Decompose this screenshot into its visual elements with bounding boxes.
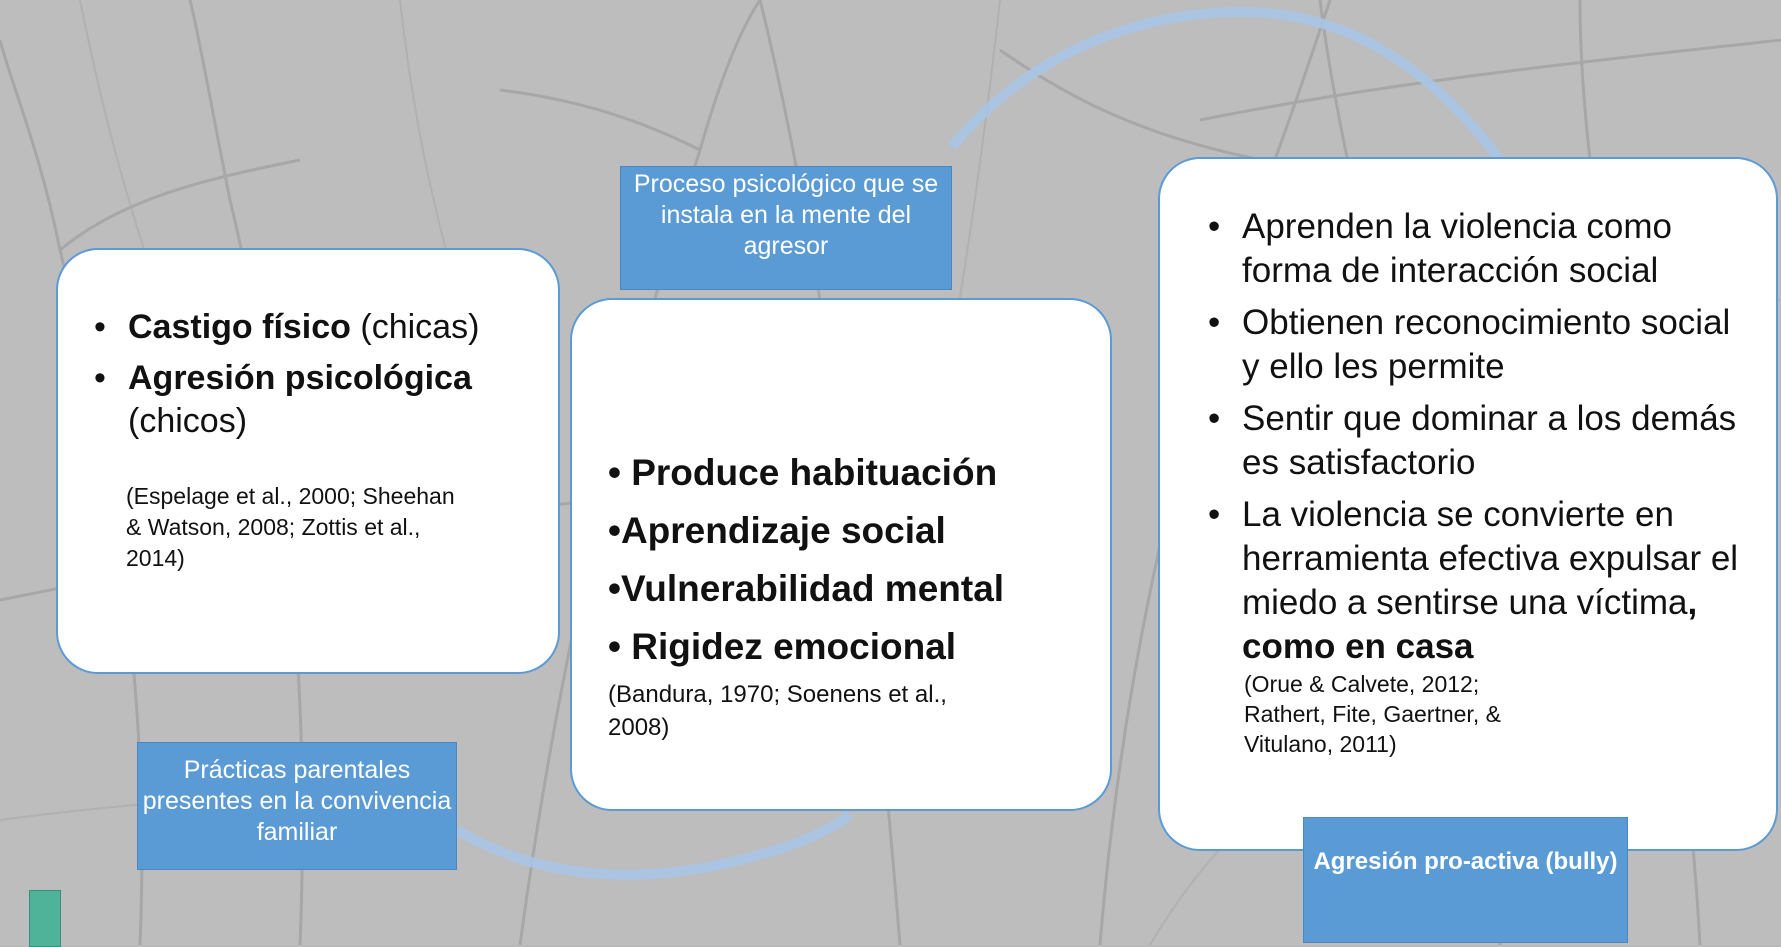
list-item: Agresión psicológica (chicos) [94,357,538,443]
list-item: La violencia se convierte en herramienta… [1208,493,1756,669]
label-parental-practices: Prácticas parentales presentes en la con… [137,742,457,870]
list-item: Obtienen reconocimiento social y ello le… [1208,301,1756,389]
aggression-list: Aprenden la violencia como forma de inte… [1208,205,1756,669]
parental-practices-list: Castigo físico (chicas) Agresión psicoló… [94,306,538,443]
item-bold: Agresión psicológica [128,359,472,397]
citation: (Orue & Calvete, 2012; Rathert, Fite, Ga… [1244,671,1501,757]
flow-arc-bottom [454,810,853,880]
list-item: • Produce habituación [608,452,998,493]
card-proactive-aggression: Aprenden la violencia como forma de inte… [1158,157,1778,851]
item-text: La violencia se convierte en herramienta… [1242,495,1739,622]
label-psychological-process: Proceso psicológico que se instala en la… [620,166,952,290]
list-item: Castigo físico (chicas) [94,306,538,349]
list-item: •Vulnerabilidad mental [608,568,1005,609]
citation: (Bandura, 1970; Soenens et al., 2008) [608,681,947,741]
card-psychological-process: • Produce habituación •Aprendizaje socia… [570,298,1112,811]
list-item: Aprenden la violencia como forma de inte… [1208,205,1756,293]
flow-arc-top [948,6,1504,164]
item-text: (chicos) [128,402,248,440]
citation: (Espelage et al., 2000; Sheehan & Watson… [126,483,455,571]
label-proactive-aggression: Agresión pro-activa (bully) [1303,817,1628,943]
list-item: •Aprendizaje social [608,510,946,551]
list-item: • Rigidez emocional [608,626,957,667]
list-item: Sentir que dominar a los demás es satisf… [1208,397,1756,485]
accent-bar [29,890,61,947]
item-bold: Castigo físico [128,308,351,346]
card-parental-practices: Castigo físico (chicas) Agresión psicoló… [56,248,560,674]
item-text: (chicas) [350,308,480,346]
item-bold: , como en casa [1242,583,1698,666]
